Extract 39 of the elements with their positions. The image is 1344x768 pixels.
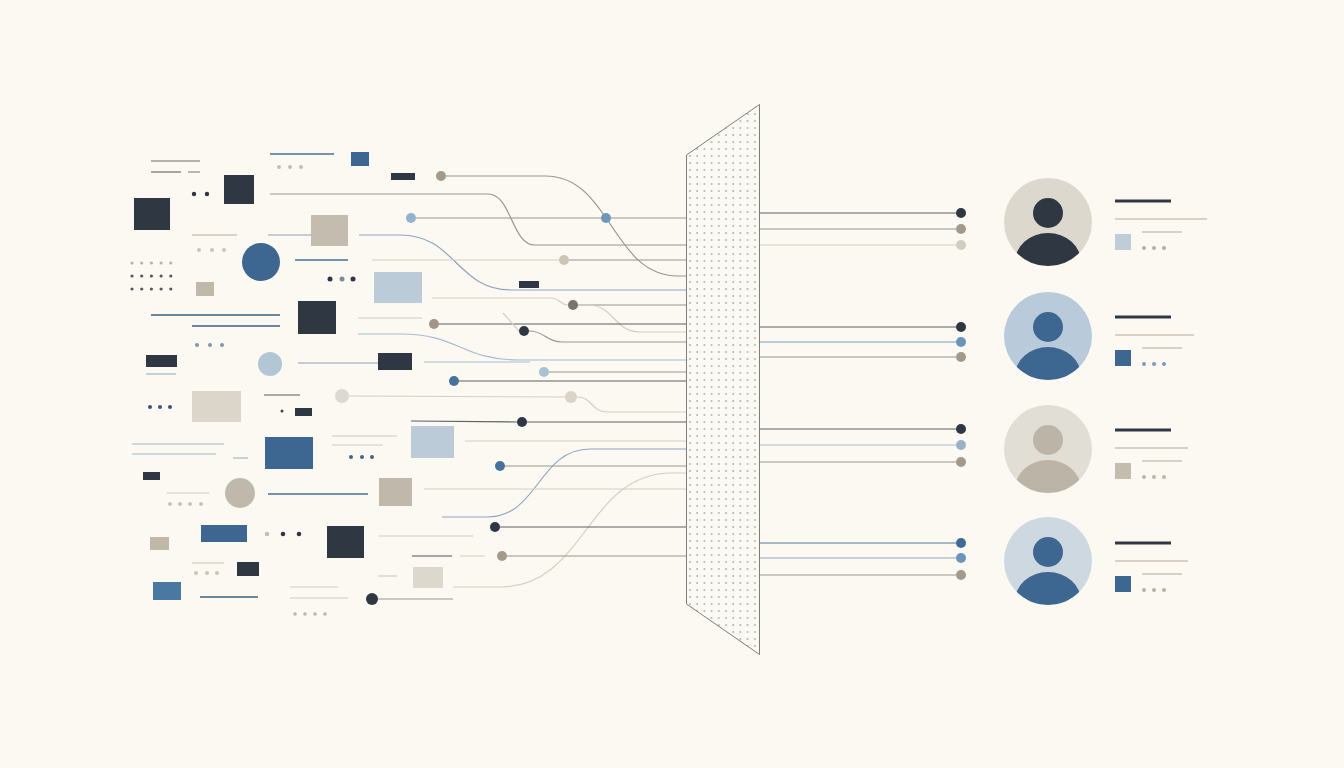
connector-dot (956, 570, 966, 580)
connector-line (759, 212, 957, 214)
connector-dot (956, 424, 966, 434)
connector-line (526, 421, 687, 423)
connector-dot (956, 352, 966, 362)
connector-line (759, 341, 957, 343)
connector-dot (956, 240, 966, 250)
connector-dot (956, 538, 966, 548)
connector-line (759, 542, 957, 544)
connector-line (548, 371, 687, 373)
connector-dot (601, 213, 611, 223)
connector-dot (956, 440, 966, 450)
connector-line (759, 428, 957, 430)
connector-line (504, 465, 687, 467)
connector-dot (956, 322, 966, 332)
connector-line (759, 228, 957, 230)
connector-dot (565, 391, 577, 403)
connector-line (759, 574, 957, 576)
connector-line (759, 444, 957, 446)
connector-line (506, 555, 687, 557)
connector-dot (539, 367, 549, 377)
connector-dot (559, 255, 569, 265)
connector-dot (956, 208, 966, 218)
connector-line (759, 557, 957, 559)
connector-dot (956, 457, 966, 467)
connector-line (577, 304, 687, 333)
connector-line (528, 330, 687, 343)
connector-dot (568, 300, 578, 310)
connector-line (759, 461, 957, 463)
connector-dot (956, 553, 966, 563)
connector-line (568, 259, 687, 261)
connector-line (576, 396, 687, 413)
connector-line (499, 526, 687, 528)
connector-line (759, 356, 957, 358)
connector-line (610, 217, 687, 219)
dotted-mesh-panel (686, 104, 760, 655)
connector-dot (956, 224, 966, 234)
connector-dot (956, 337, 966, 347)
connector-line (759, 326, 957, 328)
